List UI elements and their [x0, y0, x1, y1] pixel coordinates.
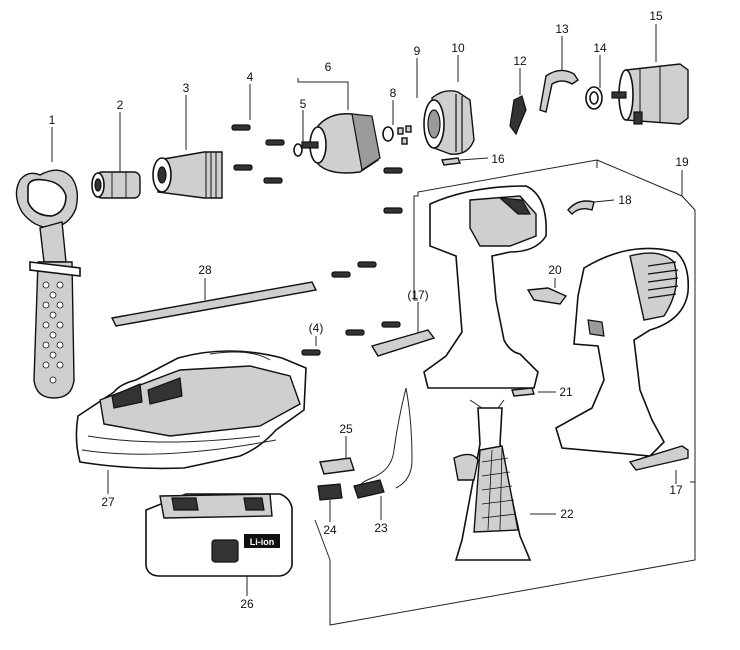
callout-4-paren: (4)	[309, 321, 324, 335]
callout-13: 13	[555, 22, 569, 36]
callout-28: 28	[198, 263, 212, 277]
callout-23: 23	[374, 521, 388, 535]
callout-21: 21	[559, 385, 573, 399]
callout-14: 14	[593, 41, 607, 55]
motor-part-15	[611, 63, 689, 125]
screws-part-4	[231, 124, 285, 184]
part-21	[511, 387, 535, 397]
callout-20: 20	[548, 263, 562, 277]
part-18	[567, 200, 595, 215]
rod-part-28	[110, 281, 318, 327]
rings-part-8	[382, 125, 412, 174]
callout-25: 25	[339, 422, 353, 436]
battery-part-26: Li-ion	[145, 493, 293, 577]
bracket-part-13	[539, 69, 579, 113]
callout-17-paren: (17)	[407, 288, 428, 302]
battery-label: Li-ion	[250, 537, 275, 547]
clutch-part-10	[423, 90, 475, 155]
callout-10: 10	[451, 41, 465, 55]
callout-labels: 1 2 3 4 5 6 8 9 10 12 13 14 15 16 19 18 …	[49, 9, 689, 611]
callout-8: 8	[390, 86, 397, 100]
callout-lines	[51, 24, 696, 626]
callout-17: 17	[669, 483, 683, 497]
housing-right-half	[555, 247, 690, 457]
washer-part-14	[585, 86, 603, 110]
callout-5: 5	[300, 97, 307, 111]
clip-part-12	[509, 95, 527, 136]
housing-screws	[301, 207, 403, 356]
belt-clip-part-17-right	[628, 445, 689, 471]
callout-22: 22	[560, 507, 574, 521]
belt-clip-part-17-left	[370, 329, 436, 357]
side-handle-part-1	[15, 169, 81, 399]
charger-part-27	[75, 350, 307, 470]
chuck-adapter-part-2	[91, 171, 141, 199]
callout-12: 12	[513, 54, 527, 68]
o-ring-part-5	[293, 143, 303, 157]
callout-27: 27	[101, 495, 115, 509]
gearbox-part-6	[301, 113, 381, 174]
piece-part-16	[441, 157, 461, 166]
electronics-part-22	[453, 399, 532, 561]
connector-part-25	[319, 457, 355, 475]
cable-part-23	[353, 387, 413, 499]
callout-18: 18	[618, 193, 632, 207]
keyless-chuck-part-3	[152, 151, 223, 199]
callout-16: 16	[491, 152, 505, 166]
callout-1: 1	[49, 113, 56, 127]
callout-6: 6	[325, 60, 332, 74]
connector-part-24	[317, 483, 343, 501]
callout-2: 2	[117, 98, 124, 112]
switch-part-20	[526, 287, 568, 305]
callout-15: 15	[649, 9, 663, 23]
callout-26: 26	[240, 597, 254, 611]
housing-left-half	[423, 185, 547, 389]
callout-3: 3	[183, 81, 190, 95]
callout-4: 4	[247, 70, 254, 84]
callout-19: 19	[675, 155, 689, 169]
callout-24: 24	[323, 523, 337, 537]
callout-9: 9	[414, 44, 421, 58]
